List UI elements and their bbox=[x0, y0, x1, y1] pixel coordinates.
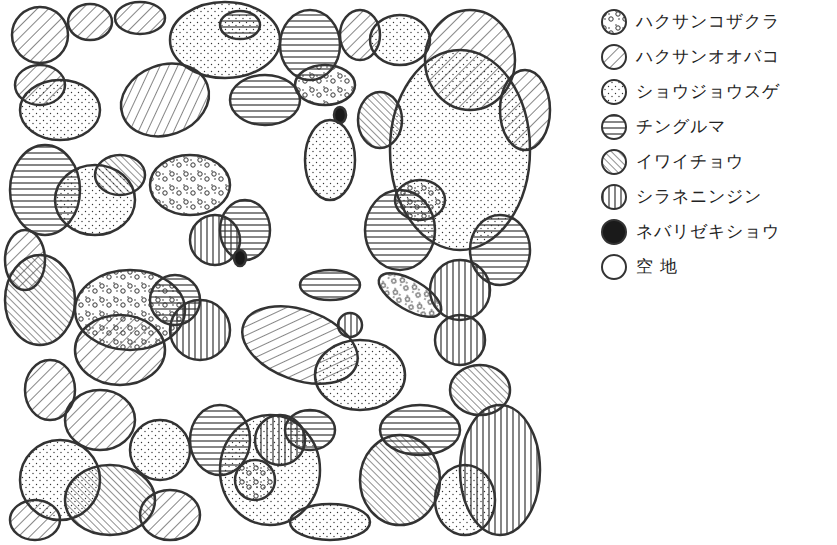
legend-row: ショウジョウスゲ bbox=[600, 74, 832, 109]
plant-patch bbox=[338, 313, 362, 337]
plant-patch bbox=[315, 340, 405, 410]
plant-patch bbox=[25, 360, 75, 420]
legend-swatch bbox=[600, 43, 628, 71]
legend-row: 空 地 bbox=[600, 249, 832, 284]
plant-patch bbox=[372, 265, 448, 326]
legend-label: ネバリゼキショウ bbox=[636, 220, 780, 243]
swatch-circle bbox=[602, 115, 626, 139]
plant-patch bbox=[68, 4, 112, 40]
swatch-circle bbox=[602, 185, 626, 209]
legend-label: シラネニンジン bbox=[636, 185, 762, 208]
plant-patch bbox=[295, 65, 355, 105]
legend-label: 空 地 bbox=[636, 255, 678, 278]
legend-swatch bbox=[600, 183, 628, 211]
plant-patch bbox=[12, 7, 68, 63]
plant-patch bbox=[395, 180, 445, 220]
plant-patch bbox=[150, 275, 200, 325]
legend-row: イワイチョウ bbox=[600, 144, 832, 179]
plant-patch bbox=[140, 490, 200, 540]
legend-row: シラネニンジン bbox=[600, 179, 832, 214]
legend-swatch bbox=[600, 78, 628, 106]
plant-patch bbox=[305, 120, 355, 200]
legend-label: イワイチョウ bbox=[636, 150, 744, 173]
plant-patch bbox=[15, 65, 65, 105]
swatch-circle bbox=[602, 150, 626, 174]
legend-swatch bbox=[600, 8, 628, 36]
legend-row: チングルマ bbox=[600, 109, 832, 144]
swatch-circle bbox=[602, 45, 626, 69]
plant-patch bbox=[500, 70, 550, 150]
plant-patch bbox=[435, 465, 495, 535]
plant-patch bbox=[234, 250, 246, 266]
plant-patch bbox=[370, 15, 430, 65]
plant-patch bbox=[230, 75, 300, 125]
plant-patch bbox=[5, 230, 45, 290]
plant-patch bbox=[358, 92, 402, 148]
plant-patch bbox=[360, 435, 440, 525]
plant-patches bbox=[5, 2, 550, 540]
plant-patch bbox=[10, 500, 60, 540]
plant-patch bbox=[285, 410, 335, 450]
plant-patch bbox=[190, 405, 250, 475]
plant-patch bbox=[150, 155, 230, 215]
plant-patch bbox=[220, 11, 260, 39]
legend-label: ハクサンコザクラ bbox=[636, 10, 780, 33]
legend-swatch bbox=[600, 113, 628, 141]
legend-row: ハクサンオオバコ bbox=[600, 39, 832, 74]
legend-swatch bbox=[600, 253, 628, 281]
plant-patch bbox=[130, 420, 190, 480]
plant-patch bbox=[111, 52, 220, 149]
plant-patch bbox=[290, 504, 370, 540]
plant-patch bbox=[190, 215, 240, 265]
plant-patch bbox=[435, 315, 485, 365]
legend: ハクサンコザクラハクサンオオバコショウジョウスゲチングルマイワイチョウシラネニン… bbox=[600, 4, 832, 284]
legend-swatch bbox=[600, 218, 628, 246]
plant-patch bbox=[95, 155, 145, 195]
legend-label: ショウジョウスゲ bbox=[636, 80, 780, 103]
legend-label: ハクサンオオバコ bbox=[636, 45, 780, 68]
plant-patch bbox=[65, 390, 135, 450]
legend-swatch bbox=[600, 148, 628, 176]
swatch-circle bbox=[602, 255, 626, 279]
swatch-circle bbox=[602, 80, 626, 104]
plant-patch bbox=[75, 315, 165, 385]
legend-row: ハクサンコザクラ bbox=[600, 4, 832, 39]
plant-patch bbox=[300, 270, 360, 300]
swatch-circle bbox=[602, 10, 626, 34]
plant-patch bbox=[115, 2, 165, 34]
legend-label: チングルマ bbox=[636, 115, 726, 138]
swatch-circle bbox=[602, 220, 626, 244]
legend-row: ネバリゼキショウ bbox=[600, 214, 832, 249]
